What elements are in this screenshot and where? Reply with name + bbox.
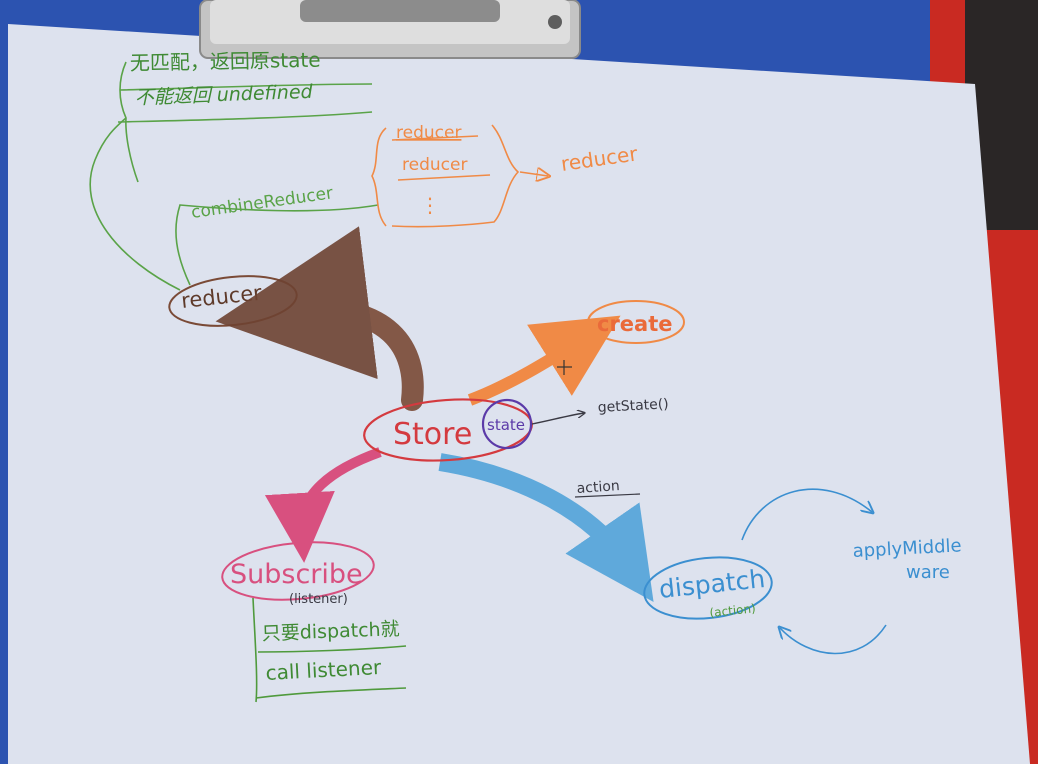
action-label: action: [576, 478, 620, 497]
state-node: [481, 398, 533, 450]
subscribe-node-label: Subscribe: [230, 559, 363, 590]
paper-sheet: [8, 24, 1030, 764]
create-node-label: create: [597, 312, 673, 336]
state-node-label: state: [487, 416, 525, 434]
store-to-dispatch-arrow: [438, 453, 654, 603]
create-node: [587, 300, 685, 344]
subscribe-note-lines: [252, 597, 407, 703]
reducer-branch: [89, 61, 379, 291]
reducer-rule-1: 无匹配，返回原state: [130, 48, 321, 75]
combine-bracket: [371, 124, 548, 228]
subscribe-note-1: 只要dispatch就: [261, 618, 400, 645]
store-to-reducer-arrow: [215, 226, 424, 411]
middleware-loop-top: [741, 488, 872, 541]
store-node-label: Store: [393, 417, 472, 452]
subscribe-param: (listener): [289, 592, 348, 607]
middleware-label-2: ware: [906, 562, 950, 583]
getstate-arrow: [531, 413, 584, 425]
clipboard-clip-icon: [199, 0, 581, 59]
combine-item-more: ⋮: [420, 193, 440, 217]
store-to-create-arrow: [467, 315, 621, 406]
crosshair-cursor-icon: [557, 360, 572, 375]
action-underline: [574, 493, 641, 498]
dispatch-node: [643, 556, 773, 620]
combine-item-1: reducer: [396, 123, 461, 143]
subscribe-node: [221, 541, 375, 601]
combine-item-2: reducer: [402, 155, 467, 175]
dispatch-param: (action): [709, 601, 757, 620]
middleware-loop-bottom: [780, 624, 887, 655]
store-to-subscribe-arrow: [264, 447, 382, 563]
getstate-label: getState(): [597, 396, 669, 416]
